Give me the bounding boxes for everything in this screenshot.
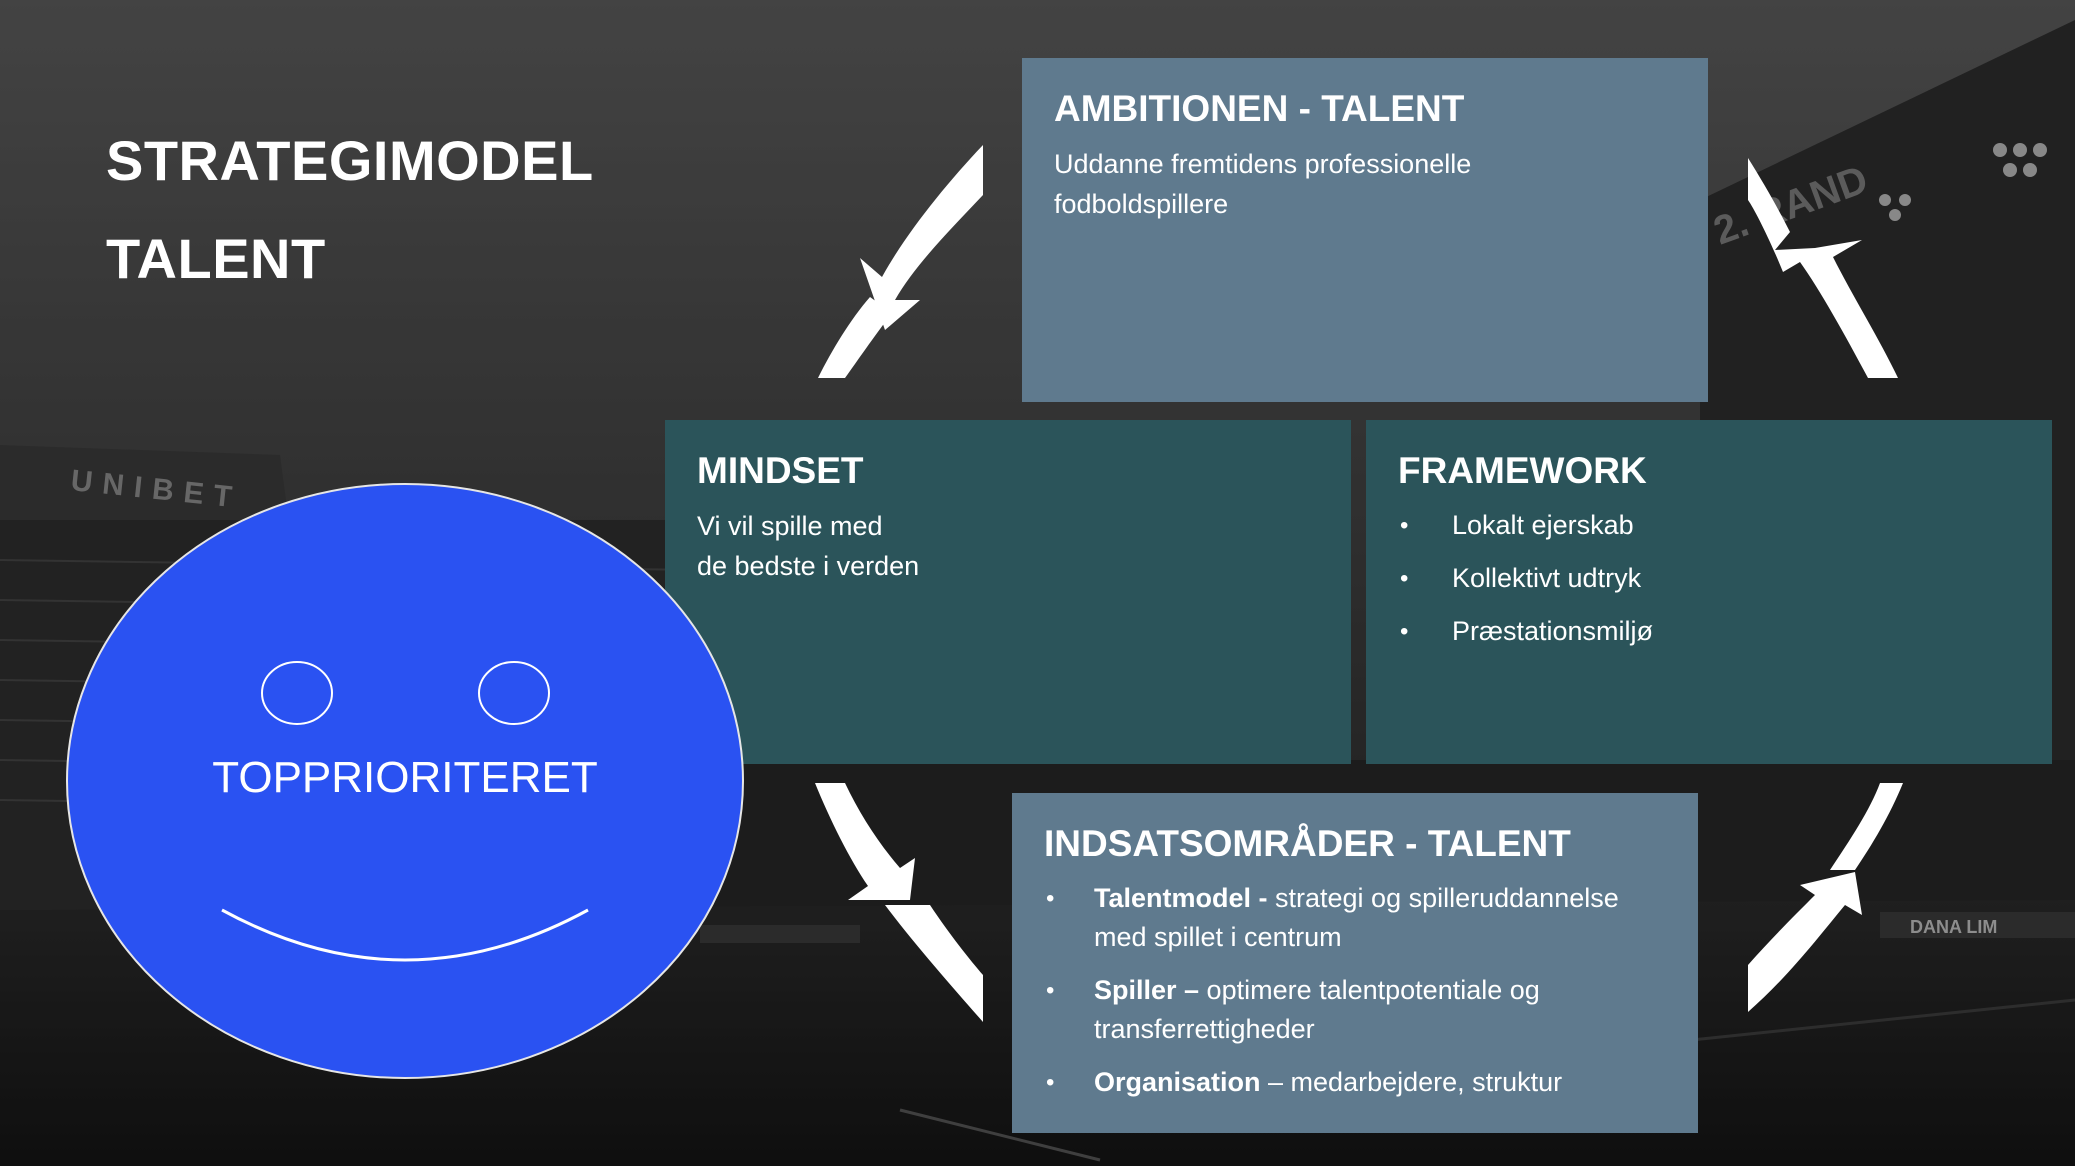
indsats-item-1-text2: med spillet i centrum [1094, 922, 1342, 952]
framework-heading: FRAMEWORK [1398, 450, 1647, 491]
smiley-right-eye-icon [478, 661, 550, 725]
framework-item-2: Kollektivt udtryk [1452, 563, 1642, 593]
indsats-item-2-bold: Spiller – [1094, 975, 1200, 1005]
list-item: • Talentmodel - strategi og spilleruddan… [1044, 879, 1666, 957]
list-item: • Spiller – optimere talentpotentiale og… [1044, 971, 1666, 1049]
arrow-bottom-right-icon [1748, 783, 1903, 1012]
bullet-icon: • [1400, 512, 1409, 539]
list-item: • Kollektivt udtryk [1398, 559, 2020, 598]
list-item: • Præstationsmiljø [1398, 612, 2020, 651]
framework-item-3: Præstationsmiljø [1452, 616, 1654, 646]
bullet-icon: • [1046, 1069, 1055, 1096]
arrow-bottom-left-icon [815, 783, 983, 1022]
framework-box: FRAMEWORK • Lokalt ejerskab • Kollektivt u… [1366, 420, 2052, 764]
indsats-item-2-text: optimere talentpotentiale og [1199, 975, 1540, 1005]
slide-title-line2: TALENT [106, 227, 326, 290]
indsats-item-1-text: strategi og spilleruddannelse [1267, 883, 1619, 913]
indsats-item-1-bold: Talentmodel - [1094, 883, 1268, 913]
arrow-top-right-icon [1748, 158, 1898, 378]
mindset-box: MINDSET Vi vil spille med de bedste i ve… [665, 420, 1351, 764]
ambition-heading: AMBITIONEN - TALENT [1054, 88, 1465, 129]
mindset-text-line2: de bedste i verden [697, 551, 920, 581]
indsats-list: • Talentmodel - strategi og spilleruddan… [1044, 879, 1666, 1102]
list-item: • Organisation – medarbejdere, struktur [1044, 1063, 1666, 1102]
indsats-item-3-text: – medarbejdere, struktur [1260, 1067, 1563, 1097]
ambition-text-line2: fodboldspillere [1054, 189, 1229, 219]
list-item: • Lokalt ejerskab [1398, 506, 2020, 545]
bullet-icon: • [1400, 618, 1409, 645]
indsats-box: INDSATSOMRÅDER - TALENT • Talentmodel - … [1012, 793, 1698, 1133]
mindset-text-line1: Vi vil spille med [697, 511, 883, 541]
bullet-icon: • [1046, 977, 1055, 1004]
slide-title-line1: STRATEGIMODEL [106, 129, 594, 192]
indsats-item-3-bold: Organisation [1094, 1067, 1261, 1097]
framework-item-1: Lokalt ejerskab [1452, 510, 1634, 540]
smiley-face-circle [66, 483, 744, 1079]
bullet-icon: • [1046, 885, 1055, 912]
smiley-left-eye-icon [261, 661, 333, 725]
slide-title: STRATEGIMODEL TALENT [106, 112, 594, 308]
arrow-top-left-icon [818, 145, 983, 378]
ambition-text-line1: Uddanne fremtidens professionelle [1054, 149, 1472, 179]
indsats-item-2-text2: transferrettigheder [1094, 1014, 1315, 1044]
bullet-icon: • [1400, 565, 1409, 592]
mindset-heading: MINDSET [697, 450, 864, 491]
smiley-label: TOPPRIORITERET [212, 753, 598, 802]
smiley-mouth-icon [221, 908, 589, 962]
indsats-heading: INDSATSOMRÅDER - TALENT [1044, 823, 1571, 864]
ambition-box: AMBITIONEN - TALENT Uddanne fremtidens p… [1022, 58, 1708, 402]
adboard-text: DANA LIM [1910, 917, 1997, 937]
framework-list: • Lokalt ejerskab • Kollektivt udtryk • Præ… [1398, 506, 2020, 651]
